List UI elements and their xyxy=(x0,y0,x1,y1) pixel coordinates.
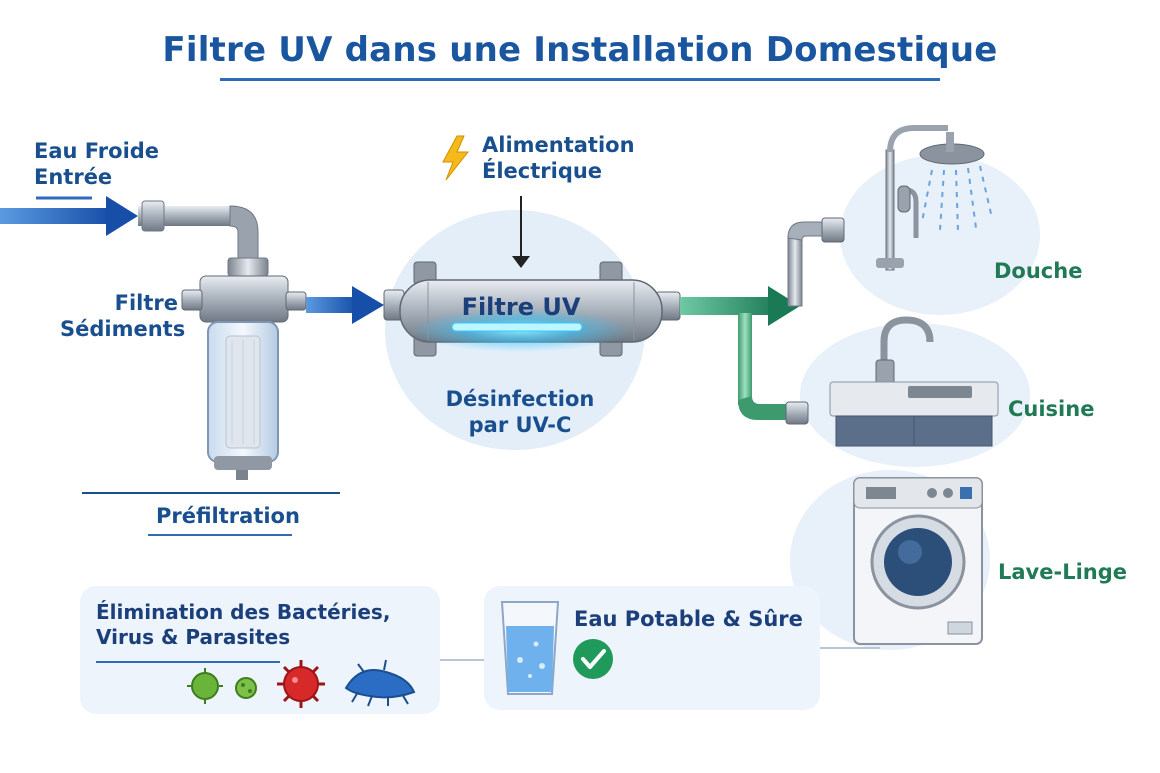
sediment-filter-label-line1: Filtre xyxy=(114,291,178,315)
safe-water-panel xyxy=(484,586,820,710)
shower-icon xyxy=(876,125,993,271)
shower-halo xyxy=(840,155,1040,315)
prefiltration-label: Préfiltration xyxy=(156,504,300,528)
safe-water-label: Eau Potable & Sûre xyxy=(574,607,803,631)
elimination-label: Élimination des Bactéries, Virus & Paras… xyxy=(96,600,390,650)
sediment-filter-label: Filtre Sédiments xyxy=(60,290,186,343)
disinfection-label-line1: Désinfection xyxy=(445,387,595,411)
lightning-icon xyxy=(442,135,470,181)
title-underline xyxy=(220,78,940,81)
sediment-filter-label-line2: Sédiments xyxy=(60,317,186,342)
page-title: Filtre UV dans une Installation Domestiq… xyxy=(162,30,998,70)
washing-machine-icon xyxy=(853,477,983,645)
inlet-label: Eau Froide Entrée xyxy=(34,138,159,191)
washer-label: Lave-Linge xyxy=(998,560,1128,584)
check-icon xyxy=(573,639,613,679)
power-label-line1: Alimentation xyxy=(482,133,635,157)
virus-icon xyxy=(277,660,325,708)
uv-filter-label: Filtre UV xyxy=(461,293,581,321)
uv-filter-unit xyxy=(383,261,681,357)
elimination-label-line1: Élimination des Bactéries, xyxy=(96,600,391,624)
power-label: Alimentation Électrique xyxy=(482,132,635,185)
disinfection-label-line2: par UV-C xyxy=(468,413,572,438)
inlet-pipe xyxy=(138,200,269,277)
inlet-arrow xyxy=(0,196,138,236)
disinfection-label: Désinfection par UV-C xyxy=(430,386,610,439)
power-label-line2: Électrique xyxy=(482,159,603,184)
kitchen-sink-icon xyxy=(829,316,999,447)
outlet-pipe xyxy=(680,217,845,425)
power-arrow xyxy=(512,196,530,268)
shower-label: Douche xyxy=(994,259,1083,283)
water-glass-icon xyxy=(500,601,560,695)
kitchen-label: Cuisine xyxy=(1008,397,1095,421)
elimination-label-line2: Virus & Parasites xyxy=(96,625,291,649)
small-bacteria-icon xyxy=(235,677,257,699)
sediment-filter xyxy=(181,275,307,480)
parasite-icon xyxy=(344,659,416,707)
inlet-label-line2: Entrée xyxy=(34,165,113,190)
inlet-label-line1: Eau Froide xyxy=(34,139,160,163)
pre-uv-arrow xyxy=(306,286,384,324)
bacteria-icon xyxy=(187,668,223,704)
